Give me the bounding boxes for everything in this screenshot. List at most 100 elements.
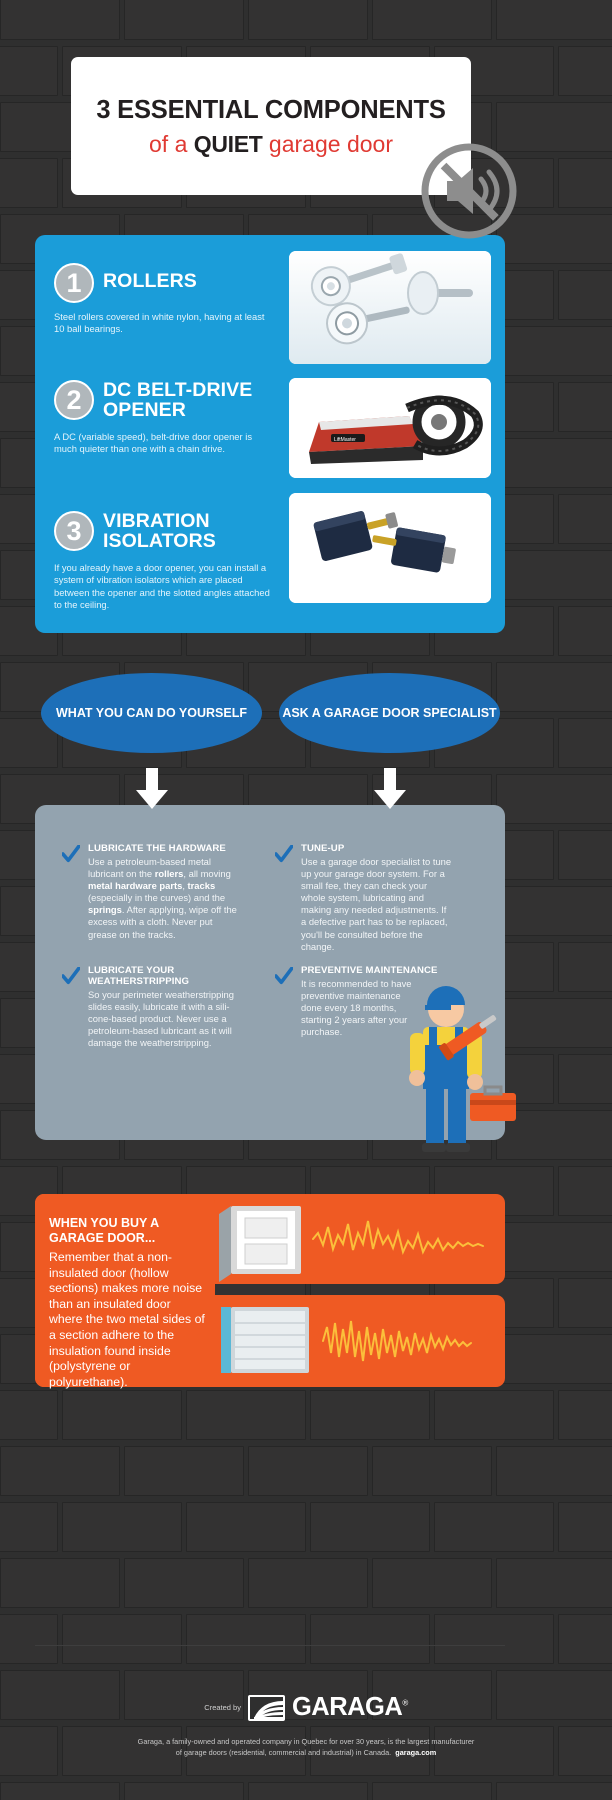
brick (124, 1446, 244, 1496)
brick (434, 1614, 554, 1664)
check-icon (275, 845, 293, 863)
subtitle-emphasis: QUIET (193, 131, 263, 157)
brick (186, 1726, 306, 1776)
belt-drive-opener-photo: LiftMaster (289, 378, 491, 478)
brick (558, 494, 612, 544)
brick (558, 942, 612, 992)
brick (186, 1502, 306, 1552)
footer-website[interactable]: garaga.com (395, 1748, 437, 1757)
non-insulated-door-waveform (219, 1206, 484, 1282)
speaker-muted-icon (421, 143, 517, 239)
rollers-photo (289, 251, 491, 364)
brick (496, 1558, 612, 1608)
advice-body: It is recommended to have preventive mai… (301, 978, 412, 1038)
brick (372, 1558, 492, 1608)
oval-do-yourself-label: WHAT YOU CAN DO YOURSELF (56, 705, 247, 720)
brick (558, 1278, 612, 1328)
footer-divider (35, 1645, 505, 1646)
advice-title: TUNE-UP (301, 843, 345, 854)
brick (558, 1614, 612, 1664)
brick (310, 1614, 430, 1664)
brick (496, 550, 612, 600)
brick (496, 774, 612, 824)
arrow-down-left-icon (136, 768, 168, 809)
brick (558, 1502, 612, 1552)
brick (0, 1782, 120, 1800)
advice-title: LUBRICATE THE HARDWARE (88, 843, 226, 854)
component-desc-1: Steel rollers covered in white nylon, ha… (54, 311, 265, 335)
garaga-logo-mark (247, 1694, 285, 1721)
brick (0, 1726, 58, 1776)
advice-body: Use a petroleum-based metal lubricant on… (88, 856, 237, 940)
brick (496, 438, 612, 488)
brick (372, 1446, 492, 1496)
brick (248, 1558, 368, 1608)
brick (434, 1390, 554, 1440)
check-icon (62, 967, 80, 985)
brick (496, 662, 612, 712)
brick (124, 0, 244, 40)
brick (0, 158, 58, 208)
buying-advice-box: WHEN YOU BUY A GARAGE DOOR... Remember t… (35, 1194, 215, 1389)
brick (496, 1782, 612, 1800)
brick (496, 886, 612, 936)
component-desc-3: If you already have a door opener, you c… (54, 562, 270, 611)
brick (558, 158, 612, 208)
component-title-3: VIBRATION ISOLATORS (103, 510, 216, 552)
brick (558, 718, 612, 768)
component-title-2: DC BELT-DRIVE OPENER (103, 379, 253, 421)
brick (496, 1446, 612, 1496)
footer-note: Garaga, a family-owned and operated comp… (56, 1736, 556, 1758)
brick (496, 1334, 612, 1384)
garaga-wordmark: GARAGA® (292, 1693, 408, 1722)
brick (496, 998, 612, 1048)
footer-logo-row: Created by GARAGA® (0, 1693, 612, 1722)
brick (0, 1390, 58, 1440)
brick (372, 0, 492, 40)
oval-do-yourself[interactable]: WHAT YOU CAN DO YOURSELF (41, 673, 262, 753)
brick (558, 1726, 612, 1776)
brick (496, 102, 612, 152)
footer-note-line2: of garage doors (residential, commercial… (175, 1748, 392, 1757)
brick (496, 214, 612, 264)
brick (0, 1670, 120, 1720)
component-desc-2: A DC (variable speed), belt-drive door o… (54, 431, 253, 455)
brick (558, 1054, 612, 1104)
brick (248, 1782, 368, 1800)
brick (186, 1390, 306, 1440)
created-by-label: Created by (204, 1703, 241, 1712)
oval-ask-specialist[interactable]: ASK A GARAGE DOOR SPECIALIST (279, 673, 500, 753)
check-icon (275, 967, 293, 985)
advice-panel: LUBRICATE THE HARDWARE Use a petroleum-b… (35, 805, 505, 1140)
buying-advice-title: WHEN YOU BUY A GARAGE DOOR... (49, 1216, 159, 1245)
page-title: 3 ESSENTIAL COMPONENTS (96, 96, 446, 124)
arrow-down-right-icon (374, 768, 406, 809)
advice-body: Use a garage door specialist to tune up … (301, 856, 452, 952)
brick (0, 1502, 58, 1552)
brick (558, 382, 612, 432)
brick (0, 1558, 120, 1608)
brick (558, 830, 612, 880)
check-icon (62, 845, 80, 863)
worker-illustration (409, 986, 516, 1152)
brick (124, 1782, 244, 1800)
brick (62, 1502, 182, 1552)
brick (558, 270, 612, 320)
buying-advice-body: Remember that a non-insulated door (holl… (49, 1250, 205, 1389)
brick (124, 1558, 244, 1608)
brick (248, 1446, 368, 1496)
components-panel: 1 ROLLERS Steel rollers covered in white… (35, 235, 505, 633)
brick (0, 1446, 120, 1496)
brick (558, 606, 612, 656)
brick (0, 46, 58, 96)
brick (186, 1614, 306, 1664)
page-subtitle: of a QUIET garage door (71, 131, 471, 158)
brick (496, 1222, 612, 1272)
registered-mark: ® (402, 1698, 408, 1708)
insulated-door-waveform (221, 1307, 472, 1373)
oval-ask-specialist-label: ASK A GARAGE DOOR SPECIALIST (282, 705, 497, 720)
vibration-isolators-photo (289, 493, 491, 603)
advice-body: So your perimeter weatherstripping slide… (88, 989, 234, 1049)
brick (372, 1782, 492, 1800)
